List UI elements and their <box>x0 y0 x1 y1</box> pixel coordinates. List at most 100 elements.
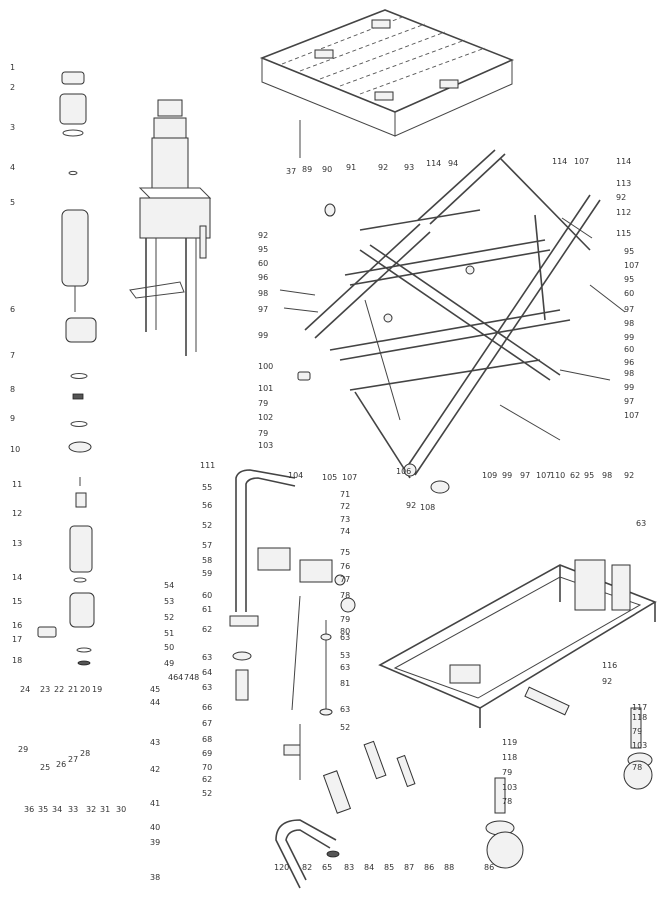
callout-label: 62 <box>202 625 212 634</box>
callout-label: 95 <box>624 275 634 284</box>
callout-label: 99 <box>502 471 512 480</box>
callout-label: 42 <box>150 765 160 774</box>
callout-label: 107 <box>342 473 357 482</box>
callout-label: 105 <box>322 473 337 482</box>
callout-label: 92 <box>602 677 612 686</box>
callout-label: 52 <box>202 521 212 530</box>
callout-label: 119 <box>502 738 517 747</box>
callout-label: 110 <box>550 471 565 480</box>
callout-label: 63 <box>636 519 646 528</box>
callout-label: 116 <box>602 661 617 670</box>
callout-label: 98 <box>624 319 634 328</box>
callout-label: 97 <box>258 305 268 314</box>
callout-label: 63 <box>202 653 212 662</box>
callout-label: 68 <box>202 735 212 744</box>
callout-label: 107 <box>536 471 551 480</box>
callout-label: 97 <box>624 397 634 406</box>
callout-label: 85 <box>384 863 394 872</box>
callout-label: 25 <box>40 763 50 772</box>
callout-label: 55 <box>202 483 212 492</box>
callout-label: 54 <box>164 581 174 590</box>
callout-label: 62 <box>202 775 212 784</box>
callout-label: 17 <box>12 635 22 644</box>
callout-label: 78 <box>502 797 512 806</box>
callout-label: 92 <box>624 471 634 480</box>
callout-label: 49 <box>164 659 174 668</box>
callout-label: 87 <box>0 0 10 2</box>
callout-label: 6 <box>10 305 15 314</box>
callout-label: 102 <box>258 413 273 422</box>
callout-label: 86 <box>424 863 434 872</box>
callout-label: 36 <box>24 805 34 814</box>
callout-label: 79 <box>502 768 512 777</box>
assembled-pump <box>129 99 212 356</box>
callout-label: 95 <box>624 247 634 256</box>
callout-label: 92 <box>406 501 416 510</box>
callout-label: 70 <box>202 763 212 772</box>
callout-label: 108 <box>420 503 435 512</box>
callout-label: 83 <box>344 863 354 872</box>
callout-label: 63 <box>340 705 350 714</box>
callout-label: 74 <box>340 527 350 536</box>
callout-label: 107 <box>624 261 639 270</box>
callout-label: 94 <box>448 159 458 168</box>
callout-label: 117 <box>632 703 647 712</box>
callout-label: 59 <box>202 569 212 578</box>
callout-label: 62 <box>570 471 580 480</box>
callout-label: 114 <box>552 157 567 166</box>
callout-label: 24 <box>20 685 30 694</box>
callout-label: 65 <box>322 863 332 872</box>
callout-label: 28 <box>80 749 90 758</box>
callout-label: 103 <box>502 783 517 792</box>
callout-label: 30 <box>116 805 126 814</box>
callout-label: 101 <box>258 384 273 393</box>
handle-assembly <box>229 469 356 780</box>
callout-label: 16 <box>12 621 22 630</box>
callout-label: 113 <box>616 179 631 188</box>
tow-handle <box>275 740 416 889</box>
callout-label: 20 <box>80 685 90 694</box>
callout-label: 78 <box>340 591 350 600</box>
callout-label: 90 <box>322 165 332 174</box>
callout-label: 37 <box>286 167 296 176</box>
callout-label: 76 <box>340 562 350 571</box>
callout-label: 38 <box>150 873 160 882</box>
callout-label: 23 <box>40 685 50 694</box>
callout-label: 97 <box>624 305 634 314</box>
callout-label: 72 <box>340 502 350 511</box>
callout-label: 53 <box>164 597 174 606</box>
callout-label: 64 <box>202 668 212 677</box>
callout-label: 7 <box>10 351 15 360</box>
callout-label: 96 <box>624 358 634 367</box>
callout-label: 79 <box>340 615 350 624</box>
callout-label: 26 <box>56 760 66 769</box>
callout-label: 27 <box>68 755 78 764</box>
callout-label: 79 <box>632 727 642 736</box>
callout-label: 8 <box>10 385 15 394</box>
callout-label: 11 <box>12 480 22 489</box>
callout-label: 104 <box>288 471 303 480</box>
callout-label: 77 <box>340 575 350 584</box>
callout-label: 18 <box>12 656 22 665</box>
callout-label: 98 <box>602 471 612 480</box>
callout-label: 81 <box>340 679 350 688</box>
callout-label: 75 <box>340 548 350 557</box>
callout-label: 1 <box>10 63 15 72</box>
callout-label: 99 <box>624 383 634 392</box>
platform-tray <box>259 9 515 158</box>
callout-label: 57 <box>202 541 212 550</box>
callout-label: 35 <box>38 805 48 814</box>
callout-label: 43 <box>150 738 160 747</box>
callout-label: 95 <box>258 245 268 254</box>
callout-label: 98 <box>258 289 268 298</box>
callout-label: 66 <box>202 703 212 712</box>
callout-label: 107 <box>574 157 589 166</box>
callout-label: 12 <box>12 509 22 518</box>
callout-label: 60 <box>202 591 212 600</box>
callout-label: 115 <box>616 229 631 238</box>
callout-label: 114 <box>616 157 631 166</box>
callout-label: 50 <box>164 643 174 652</box>
callout-label: 14 <box>12 573 22 582</box>
